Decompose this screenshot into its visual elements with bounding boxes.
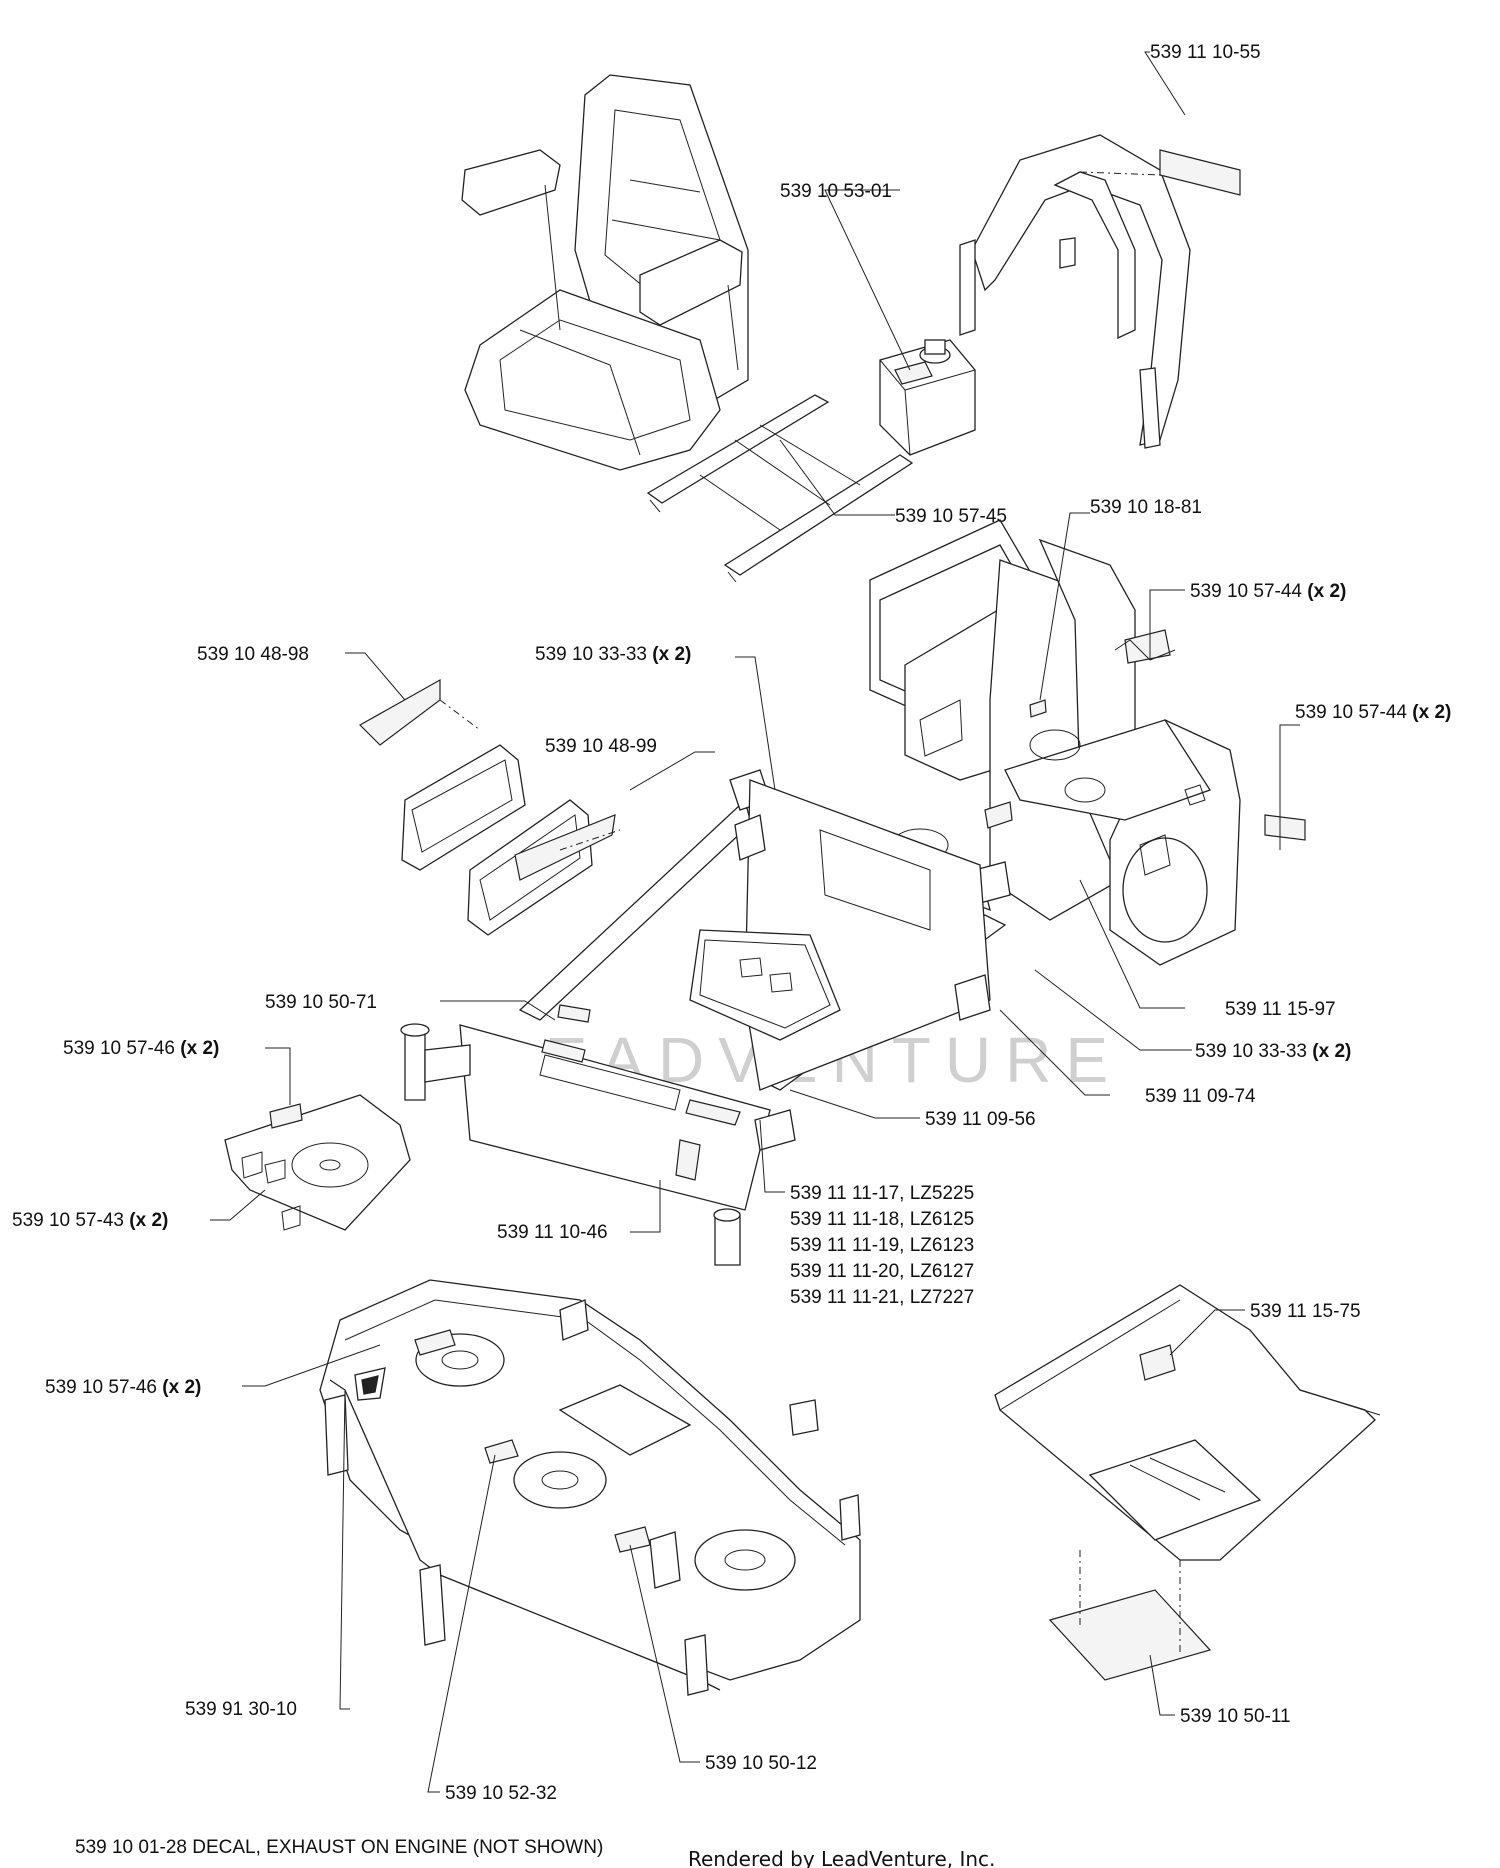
label-539-10-48-99: 539 10 48-99 bbox=[545, 736, 657, 757]
label-539-10-33-33-upper: 539 10 33-33 (x 2) bbox=[535, 644, 691, 665]
floor-panel bbox=[994, 1284, 1381, 1681]
label-539-10-50-11: 539 10 50-11 bbox=[1180, 1706, 1291, 1727]
label-539-10-53-01: 539 10 53-01 bbox=[780, 181, 892, 202]
label-539-10-57-43: 539 10 57-43 (x 2) bbox=[12, 1210, 168, 1231]
label-539-91-30-10: 539 91 30-10 bbox=[185, 1699, 297, 1720]
label-539-11-09-74: 539 11 09-74 bbox=[1145, 1086, 1256, 1107]
foot-plate bbox=[224, 1094, 411, 1231]
leader-lines bbox=[210, 51, 1300, 1793]
label-539-11-11-18: 539 11 11-18, LZ6125 bbox=[790, 1209, 974, 1230]
mower-deck bbox=[319, 1279, 861, 1696]
label-539-11-11-19: 539 11 11-19, LZ6123 bbox=[790, 1235, 974, 1256]
label-539-10-50-12: 539 10 50-12 bbox=[705, 1753, 817, 1774]
label-539-11-10-46: 539 11 10-46 bbox=[497, 1222, 608, 1243]
seat-rails bbox=[646, 394, 914, 583]
side-plates bbox=[359, 678, 616, 936]
label-539-10-57-45: 539 10 57-45 bbox=[895, 506, 1007, 527]
label-539-10-48-98: 539 10 48-98 bbox=[197, 644, 309, 665]
label-539-10-57-46-upper: 539 10 57-46 (x 2) bbox=[63, 1038, 219, 1059]
label-539-11-09-56: 539 11 09-56 bbox=[925, 1109, 1036, 1130]
label-539-10-50-71: 539 10 50-71 bbox=[265, 992, 377, 1013]
roll-bar bbox=[959, 134, 1191, 449]
label-539-10-18-81: 539 10 18-81 bbox=[1090, 497, 1202, 518]
label-539-10-52-32: 539 10 52-32 bbox=[445, 1783, 557, 1804]
callout-labels: 539 11 10-55 539 10 53-01 539 10 57-45 5… bbox=[12, 42, 1451, 1804]
main-frame bbox=[400, 519, 1241, 1266]
hydraulic-tank bbox=[879, 339, 976, 456]
label-539-11-11-20: 539 11 11-20, LZ6127 bbox=[790, 1261, 974, 1282]
footer-note: 539 10 01-28 DECAL, EXHAUST ON ENGINE (N… bbox=[75, 1837, 603, 1858]
label-539-11-15-97: 539 11 15-97 bbox=[1225, 999, 1336, 1020]
footer-credit: Rendered by LeadVenture, Inc. bbox=[688, 1847, 995, 1868]
label-539-10-57-44-top: 539 10 57-44 (x 2) bbox=[1190, 581, 1346, 602]
label-539-11-11-17: 539 11 11-17, LZ5225 bbox=[790, 1183, 974, 1204]
label-539-11-10-55: 539 11 10-55 bbox=[1150, 42, 1261, 63]
seat bbox=[461, 74, 749, 471]
label-539-11-11-21: 539 11 11-21, LZ7227 bbox=[790, 1287, 974, 1308]
label-539-10-57-46-lower: 539 10 57-46 (x 2) bbox=[45, 1377, 201, 1398]
label-539-10-57-44-right: 539 10 57-44 (x 2) bbox=[1295, 702, 1451, 723]
label-539-10-33-33-lower: 539 10 33-33 (x 2) bbox=[1195, 1041, 1351, 1062]
label-539-11-15-75: 539 11 15-75 bbox=[1250, 1301, 1361, 1322]
